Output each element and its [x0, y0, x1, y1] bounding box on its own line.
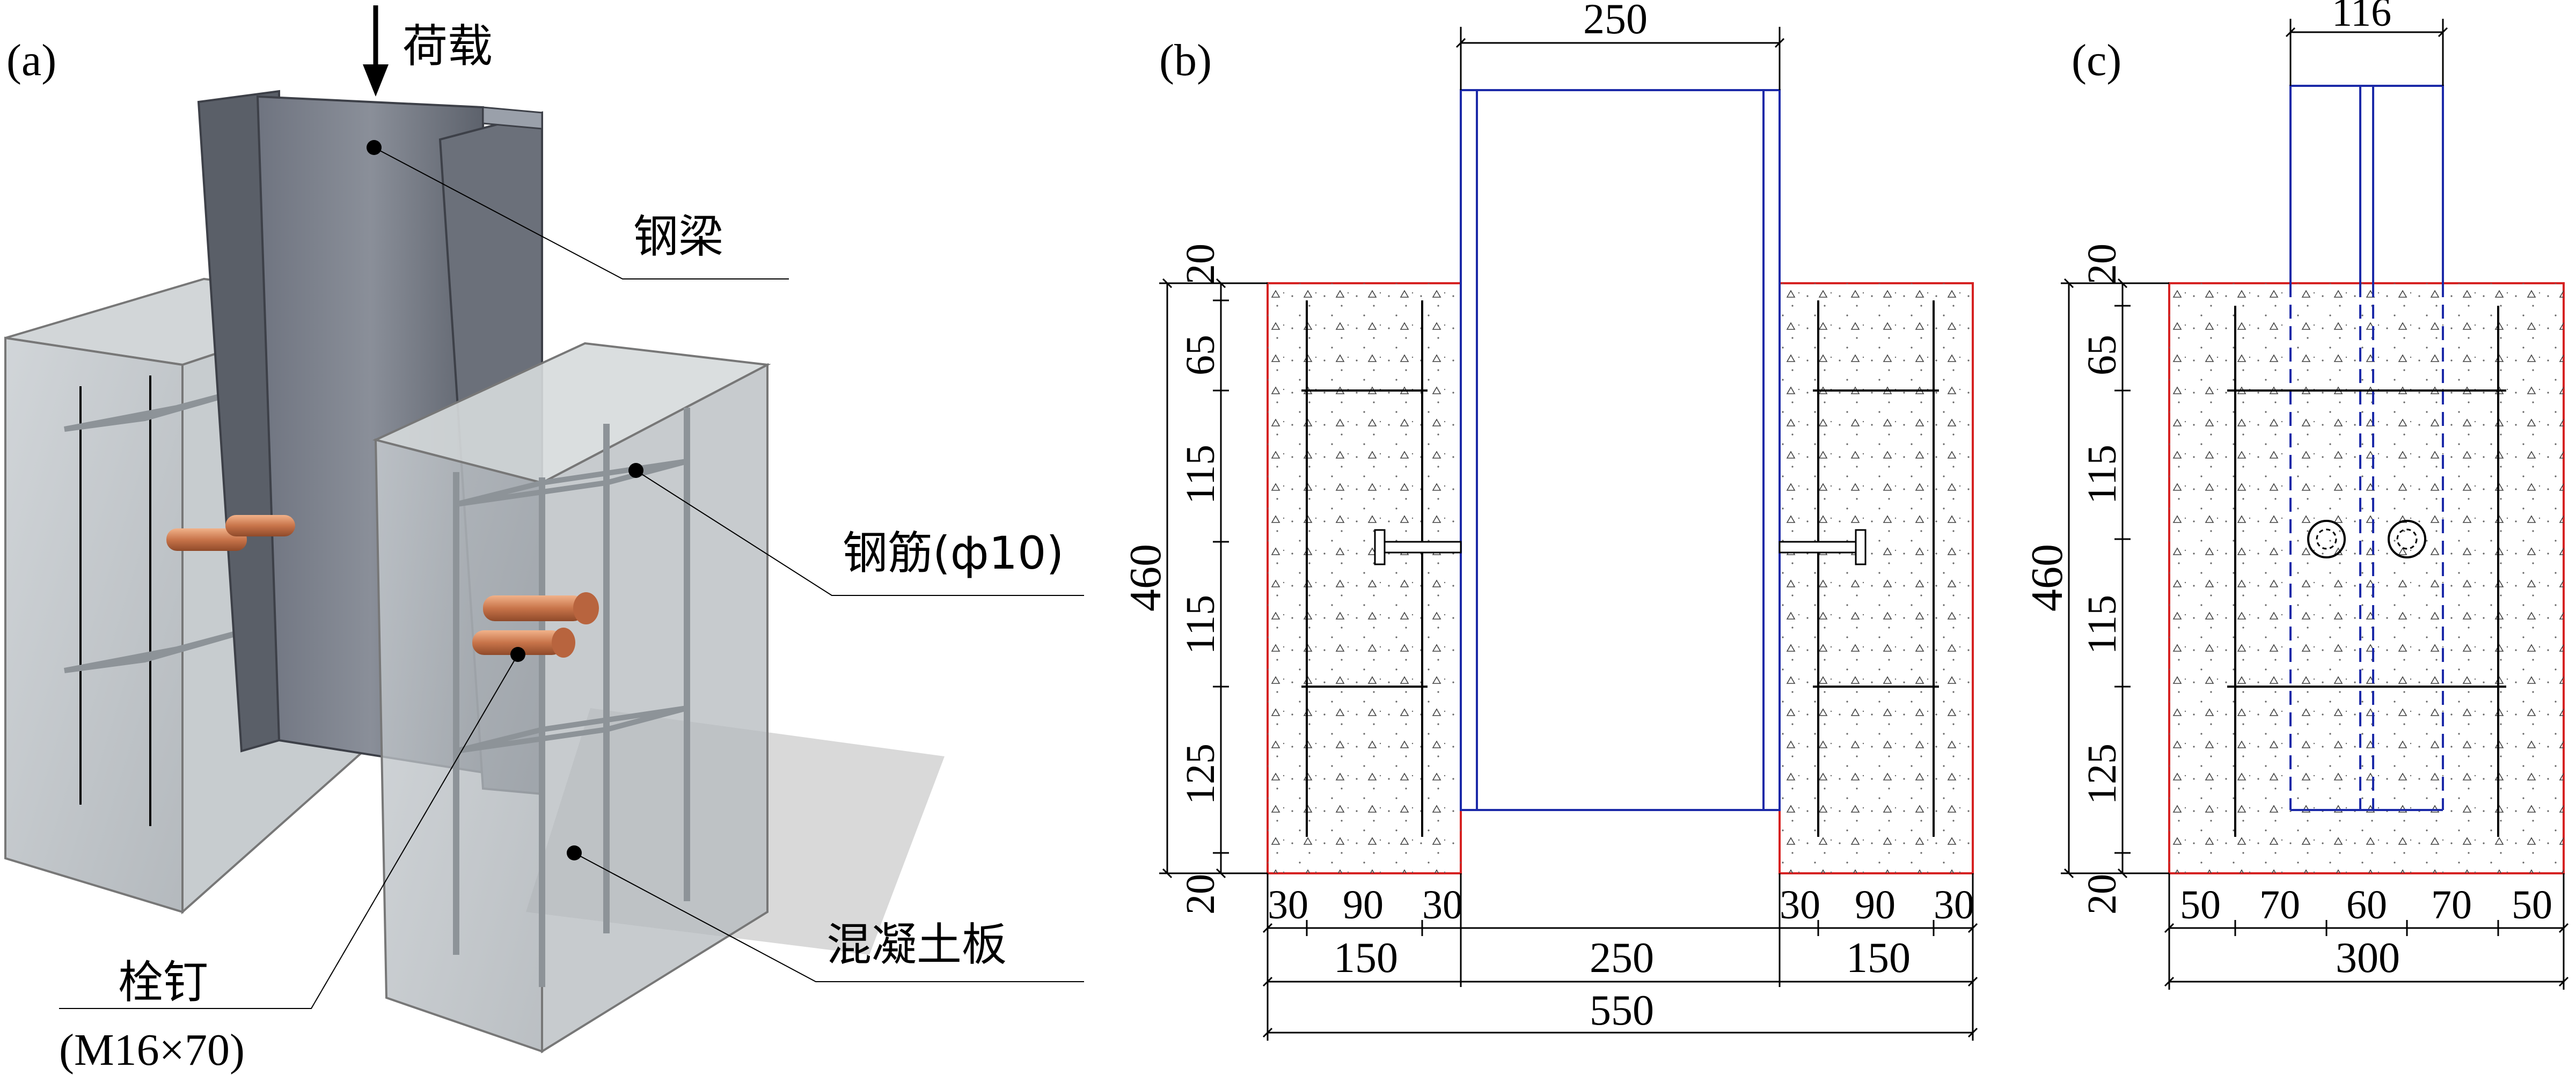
rebar-label: 钢筋(ф10) — [843, 527, 1064, 579]
dim-bottom-b-4: 30 — [1780, 882, 1820, 927]
dim-bottom-b-7: 150 — [1334, 934, 1398, 982]
leader-stud — [59, 647, 525, 1009]
dim-bottom-b-6: 30 — [1934, 882, 1974, 927]
dim-bottom-b-total: 550 — [1590, 987, 1654, 1034]
dim-left-c-2: 65 — [2080, 335, 2125, 375]
dim-left-c-4: 115 — [2080, 595, 2125, 654]
concrete-slab-front — [372, 342, 771, 1054]
stud-front — [472, 592, 599, 658]
leader-slab — [567, 845, 1084, 982]
panel-b: (b) 250 — [1121, 0, 1978, 1041]
steel-beam-label: 钢梁 — [633, 210, 723, 263]
panel-a: (a) — [4, 5, 1084, 1075]
dim-top-b — [1455, 27, 1785, 90]
dim-top-c — [2285, 19, 2448, 86]
panel-b-tag: (b) — [1159, 35, 1212, 85]
dim-bottom-b-2: 90 — [1343, 882, 1384, 927]
panel-c: (c) 116 — [2022, 0, 2569, 990]
dim-left-b-3: 115 — [1178, 445, 1223, 504]
dim-bottom-b — [1262, 873, 1978, 1041]
panel-a-tag: (a) — [6, 35, 56, 85]
dim-total-c: 460 — [2022, 544, 2072, 612]
dim-left-c-3: 115 — [2080, 445, 2125, 504]
dim-left-b-5: 125 — [1178, 743, 1223, 805]
load-arrow — [363, 5, 389, 97]
dim-bottom-b-1: 30 — [1268, 882, 1308, 927]
steel-beam-c — [2289, 85, 2444, 283]
stud-back — [166, 515, 295, 551]
dim-total-b: 460 — [1121, 544, 1170, 612]
dim-bottom-c-5: 50 — [2512, 882, 2552, 927]
leader-steel-beam — [367, 140, 789, 279]
dim-left-c-5: 125 — [2080, 743, 2125, 805]
dim-bottom-c-3: 60 — [2346, 882, 2387, 927]
dim-left-c-6: 20 — [2080, 874, 2125, 915]
dim-left-b-2: 65 — [1178, 335, 1223, 375]
dim-left-b — [1159, 278, 1268, 879]
stud-section-c — [2307, 520, 2426, 558]
dim-bottom-c — [2164, 873, 2569, 990]
stud-spec: (M16×70) — [59, 1025, 245, 1075]
dim-bottom-b-3: 30 — [1422, 882, 1463, 927]
dim-top-b-text: 250 — [1583, 0, 1648, 43]
load-label: 荷载 — [402, 20, 493, 72]
dim-top-c-text: 116 — [2332, 0, 2391, 35]
dim-bottom-b-5: 90 — [1855, 882, 1896, 927]
dim-left-c — [2061, 278, 2169, 879]
dim-bottom-b-8: 250 — [1590, 934, 1654, 982]
dim-left-b-4: 115 — [1178, 595, 1223, 654]
slab-label: 混凝土板 — [826, 918, 1007, 971]
dim-bottom-c-2: 70 — [2259, 882, 2300, 927]
dim-bottom-c-1: 50 — [2180, 882, 2221, 927]
dim-bottom-c-4: 70 — [2431, 882, 2472, 927]
dim-bottom-c-total: 300 — [2336, 934, 2400, 982]
stud-label: 栓钉 — [118, 956, 208, 1008]
dim-left-b-6: 20 — [1178, 874, 1223, 915]
leader-rebar — [628, 463, 1084, 596]
panel-c-tag: (c) — [2072, 35, 2121, 85]
steel-beam-b — [1460, 89, 1781, 811]
stud-right-b — [1779, 529, 1867, 565]
stud-left-b — [1374, 529, 1462, 565]
dim-bottom-b-9: 150 — [1846, 934, 1911, 982]
dim-left-c-1: 20 — [2080, 244, 2125, 284]
dim-left-b-1: 20 — [1178, 244, 1223, 284]
